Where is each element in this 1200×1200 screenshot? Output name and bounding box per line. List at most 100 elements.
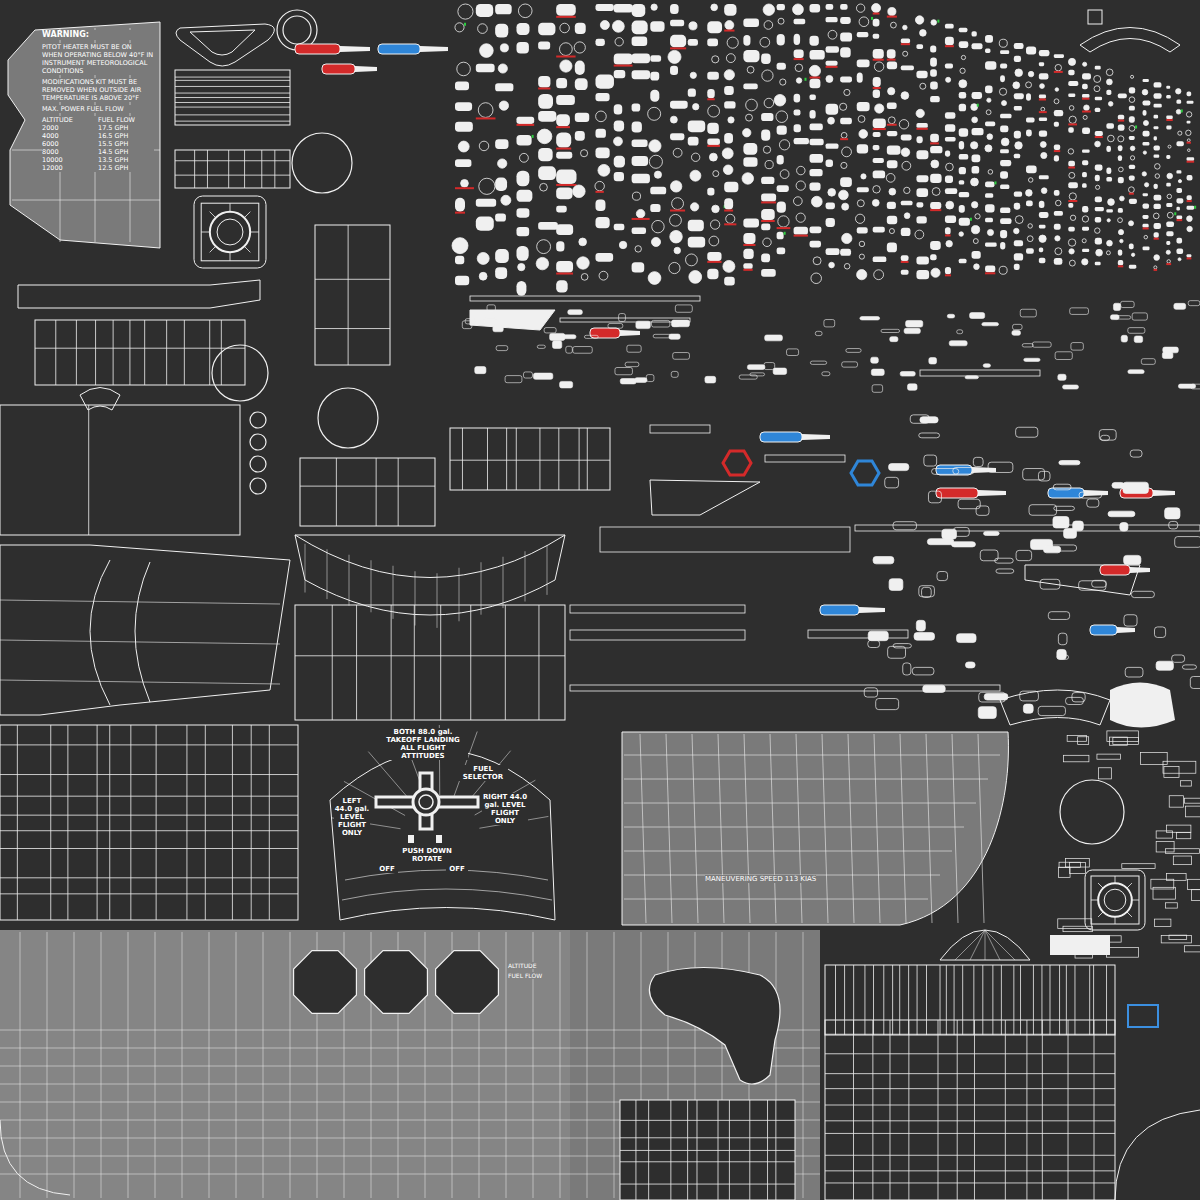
table-cell: 2000 xyxy=(42,124,98,132)
small-island xyxy=(773,368,786,374)
capsule-island xyxy=(295,44,370,54)
red-mark xyxy=(794,235,808,237)
uv-edge xyxy=(770,734,776,923)
small-island xyxy=(857,102,870,111)
small-island xyxy=(713,171,719,177)
uv-edge xyxy=(729,1100,730,1200)
small-island xyxy=(1039,201,1045,208)
uv-edge xyxy=(130,725,131,920)
bar-island xyxy=(560,318,690,322)
small-island xyxy=(1132,313,1147,320)
small-island xyxy=(1014,106,1022,110)
placard-text: MODIFICATIONS KIT MUST BE REMOVED WHEN O… xyxy=(42,78,154,102)
small-island xyxy=(1039,95,1046,99)
red-mark xyxy=(809,77,820,79)
uv-edge xyxy=(244,212,250,218)
small-island xyxy=(761,254,770,263)
capsule-island xyxy=(590,328,640,338)
uv-edge xyxy=(440,605,441,720)
small-island xyxy=(780,79,786,85)
small-island xyxy=(1129,106,1135,111)
plate-island xyxy=(1050,935,1110,955)
small-island xyxy=(1176,215,1182,219)
small-island xyxy=(743,35,750,46)
capsule-body xyxy=(1100,565,1130,575)
small-island xyxy=(908,384,918,390)
small-island xyxy=(761,177,774,184)
uv-edge xyxy=(848,734,854,923)
small-island xyxy=(688,237,705,248)
uv-edge xyxy=(635,1100,636,1200)
small-island xyxy=(1000,171,1008,179)
small-island xyxy=(596,111,607,122)
small-island xyxy=(1118,115,1124,120)
small-island xyxy=(533,373,552,379)
small-island xyxy=(1055,64,1061,70)
small-island xyxy=(920,417,938,423)
uv-edge xyxy=(624,779,988,780)
small-island xyxy=(930,241,941,250)
small-island xyxy=(1000,185,1009,189)
small-island xyxy=(1069,260,1075,266)
uv-edge xyxy=(614,932,615,1198)
green-mark xyxy=(1194,206,1196,209)
small-island xyxy=(722,148,733,159)
small-island xyxy=(1176,170,1181,173)
placard-text: BOTH 88.0 gal. TAKEOFF LANDING ALL FLIGH… xyxy=(378,728,468,760)
small-island xyxy=(779,140,789,150)
green-mark xyxy=(784,232,786,235)
uv-edge xyxy=(182,932,183,1198)
small-island xyxy=(965,376,978,379)
small-island xyxy=(1118,155,1122,161)
small-island xyxy=(1014,56,1021,62)
small-island xyxy=(916,175,928,182)
uv-edge xyxy=(135,562,150,702)
small-island xyxy=(573,185,586,198)
island-outline xyxy=(0,405,240,535)
small-island xyxy=(982,323,999,326)
small-island xyxy=(970,142,977,149)
uv-edge xyxy=(90,560,110,705)
small-island xyxy=(1097,754,1121,759)
small-island xyxy=(999,39,1007,47)
uv-edge xyxy=(470,605,471,720)
small-island xyxy=(538,166,556,180)
small-island xyxy=(857,270,867,280)
red-mark xyxy=(743,244,755,246)
small-island xyxy=(904,328,920,333)
small-island xyxy=(1082,227,1089,231)
small-island xyxy=(495,214,506,222)
capsule-tip xyxy=(340,46,370,52)
red-mark xyxy=(887,59,896,61)
small-island xyxy=(1082,216,1088,222)
small-island xyxy=(959,154,969,159)
small-island xyxy=(1054,54,1064,58)
small-island xyxy=(794,110,801,116)
small-island xyxy=(1176,198,1183,203)
small-island xyxy=(959,128,968,136)
small-island xyxy=(670,181,681,192)
small-island xyxy=(765,160,773,168)
small-island xyxy=(689,22,697,30)
uv-ring xyxy=(292,133,352,193)
small-island xyxy=(1118,208,1123,213)
uv-edge xyxy=(796,734,802,923)
small-island xyxy=(724,182,738,192)
green-mark xyxy=(970,218,972,221)
small-island xyxy=(891,22,897,28)
red-mark xyxy=(455,212,465,214)
small-island xyxy=(1026,190,1033,197)
uv-edge xyxy=(908,1020,909,1200)
small-island xyxy=(1169,935,1187,939)
small-island xyxy=(1173,856,1191,865)
small-island xyxy=(932,469,959,475)
red-mark xyxy=(516,124,534,126)
small-island xyxy=(873,158,884,163)
warning-placard: WARNING:PITOT HEATER MUST BE ON WHEN OPE… xyxy=(8,24,158,176)
small-island xyxy=(988,170,993,175)
placard-label: FUEL FLOW xyxy=(508,972,542,979)
small-island xyxy=(1053,517,1069,528)
small-island xyxy=(1100,435,1109,440)
uv-edge xyxy=(201,232,210,233)
uv-edge xyxy=(624,803,976,804)
